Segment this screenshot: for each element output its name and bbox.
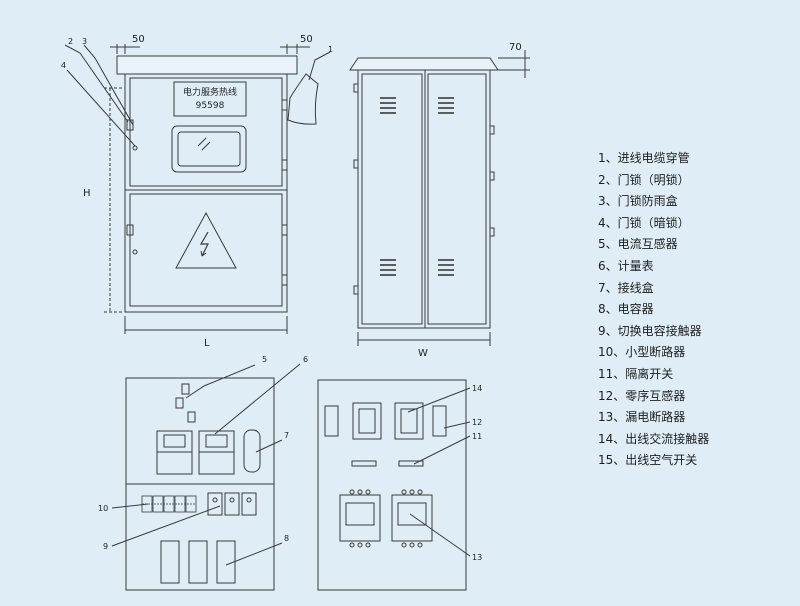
callout-1: 1 [328, 45, 333, 54]
dim-width: W [418, 348, 428, 359]
callout-2: 2 [68, 37, 73, 46]
left-panel-view [111, 363, 301, 591]
front-view: 电力服务热线 95598 [64, 44, 331, 334]
legend-item: 10、小型断路器 [598, 345, 686, 360]
legend-item: 6、计量表 [598, 258, 654, 273]
hotline-number: 95598 [196, 101, 225, 111]
legend-item: 12、零序互感器 [598, 388, 686, 403]
side-view [349, 50, 530, 346]
meter-window [171, 125, 247, 173]
callout-5: 5 [262, 355, 267, 364]
dim-top-right-front: 50 [300, 34, 313, 45]
warning-triangle-icon [175, 211, 237, 269]
callout-3: 3 [82, 37, 87, 46]
rcd-breaker-2 [391, 494, 433, 542]
dim-roof-overhang: 70 [509, 42, 522, 53]
legend-item: 13、漏电断路器 [598, 410, 686, 425]
callout-10: 10 [98, 504, 108, 513]
hidden-lock-icon [132, 145, 138, 151]
callout-4: 4 [61, 61, 66, 70]
legend-item: 8、电容器 [598, 302, 654, 317]
legend-item: 4、门锁（暗锁） [598, 215, 690, 230]
callout-6: 6 [303, 355, 308, 364]
legend-item: 2、门锁（明锁） [598, 172, 690, 187]
callout-14: 14 [472, 384, 482, 393]
legend-item: 1、进线电缆穿管 [598, 151, 690, 165]
legend-item: 3、门锁防雨盒 [598, 194, 678, 209]
callout-8: 8 [284, 534, 289, 543]
callout-7: 7 [284, 431, 289, 440]
legend-item: 14、出线交流接触器 [598, 431, 710, 446]
dim-length: L [204, 338, 210, 349]
service-hotline-plate [173, 81, 247, 117]
legend-item: 15、出线空气开关 [598, 453, 698, 468]
legend-item: 5、电流互感器 [598, 237, 678, 252]
right-panel-view [317, 379, 471, 591]
legend-item: 7、接线盒 [598, 280, 654, 295]
isolating-switch-bar-2 [398, 460, 424, 467]
dim-top-left: 50 [132, 34, 145, 45]
isolating-switch-bar-1 [351, 460, 377, 467]
callout-13: 13 [472, 553, 482, 562]
legend-item: 9、切换电容接触器 [598, 323, 702, 338]
callout-9: 9 [103, 542, 108, 551]
capacitor-1 [160, 540, 180, 584]
cable-conduit [287, 73, 319, 125]
dim-height: H [83, 188, 91, 199]
hotline-text: 电力服务热线 [183, 86, 237, 98]
component-legend: 1、进线电缆穿管 2、门锁（明锁） 3、门锁防雨盒 4、门锁（暗锁） 5、电流互… [598, 148, 793, 472]
capacitor-2 [188, 540, 208, 584]
callout-11: 11 [472, 432, 482, 441]
legend-item: 11、隔离开关 [598, 366, 674, 381]
callout-12: 12 [472, 418, 482, 427]
rcd-breaker-1 [339, 494, 381, 542]
junction-box [243, 429, 261, 473]
